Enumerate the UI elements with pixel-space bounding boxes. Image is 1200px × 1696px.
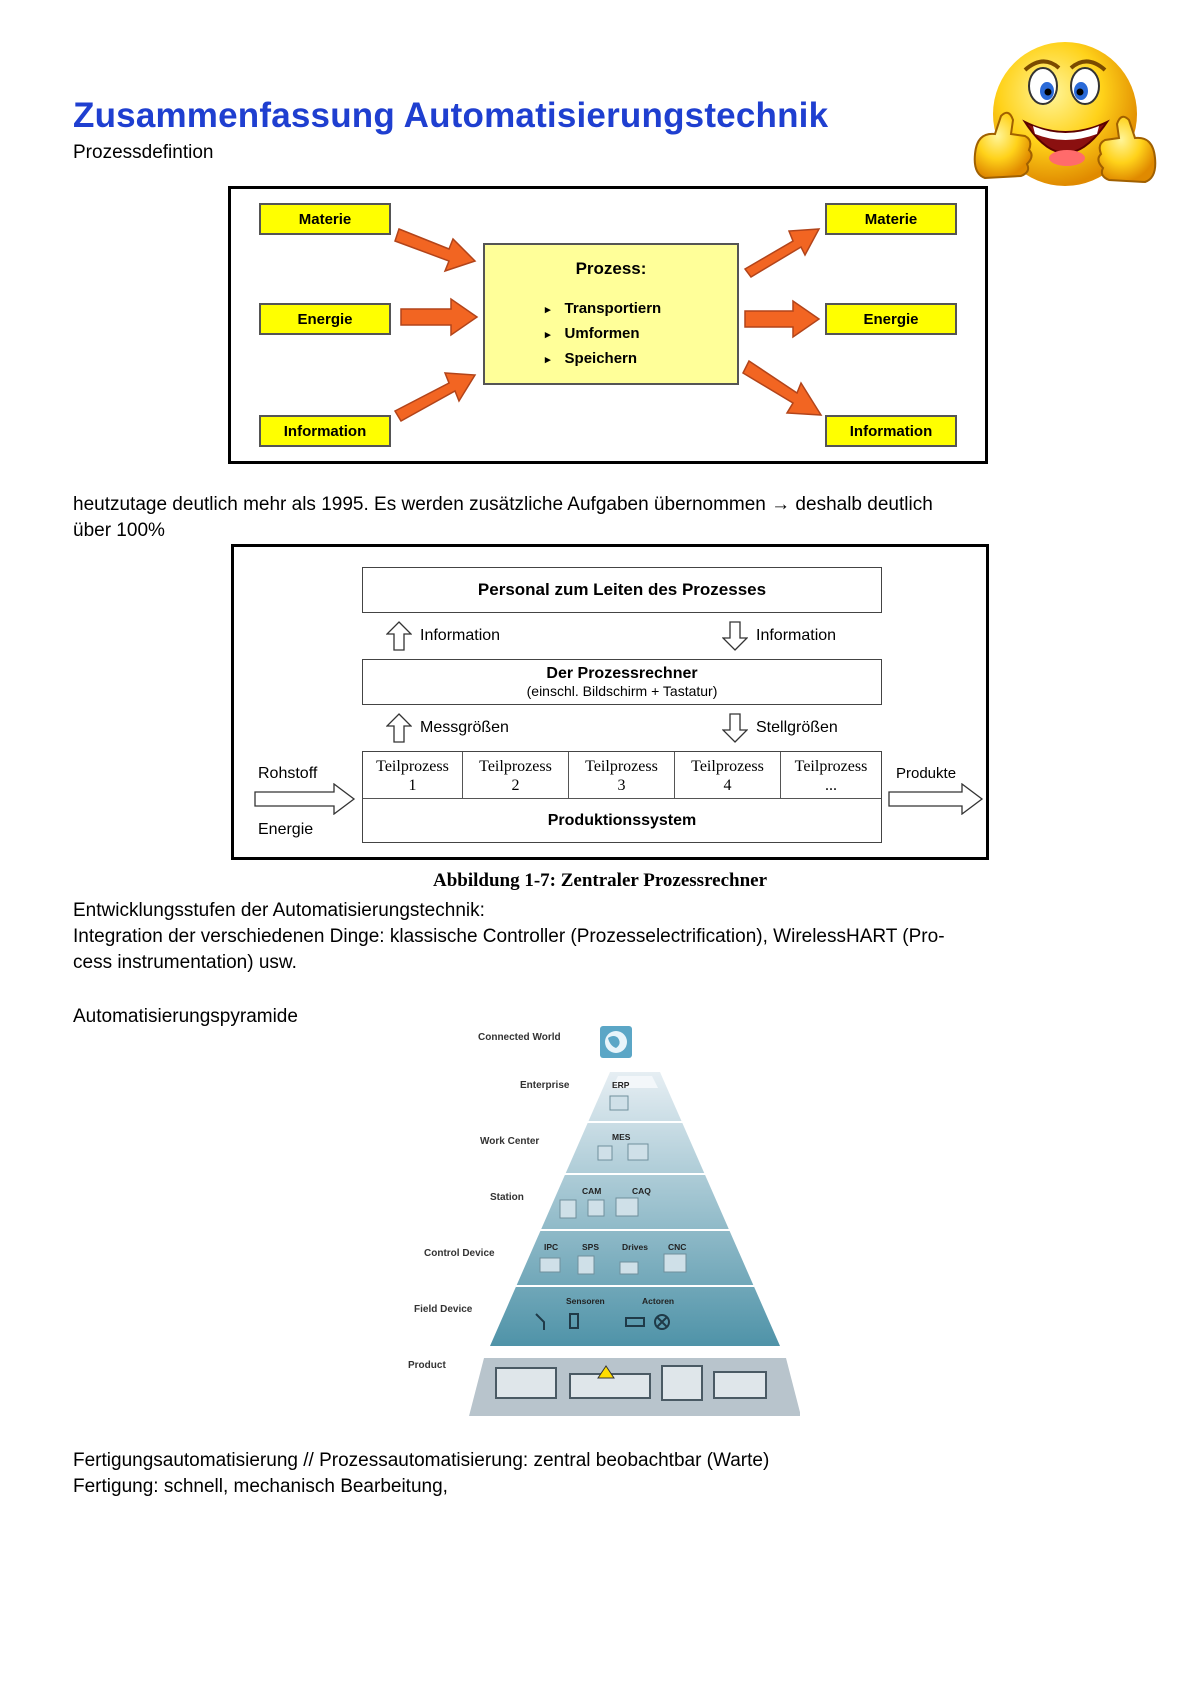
text-line: Entwicklungsstufen der Automatisierungst… — [73, 900, 485, 921]
process-list: Transportiern Umformen Speichern — [545, 297, 662, 372]
subprocess-number: 4 — [723, 777, 732, 794]
text-line: Fertigungsautomatisierung // Prozessauto… — [73, 1450, 770, 1471]
level-product: Product — [408, 1360, 446, 1371]
output-products-label: Produkte — [896, 765, 957, 782]
input-energy-label: Energie — [258, 821, 314, 838]
level-work-center: Work Center — [480, 1136, 540, 1147]
item-drives: Drives — [622, 1242, 648, 1252]
arrow-icon — [742, 359, 823, 416]
level-station: Station — [490, 1192, 524, 1203]
subprocess-number: 3 — [617, 777, 626, 794]
process-computer-subtitle: (einschl. Bildschirm + Tastatur) — [526, 683, 718, 699]
subprocess-number: 1 — [408, 777, 417, 794]
item-sensors: Sensoren — [566, 1296, 605, 1306]
item-mes: MES — [612, 1132, 631, 1142]
section-subtitle: Prozessdefintion — [73, 142, 214, 163]
level-connected-world: Connected World — [478, 1032, 561, 1043]
arrow-icon — [744, 299, 821, 339]
level-field-device: Field Device — [414, 1304, 473, 1315]
arrow-up-icon — [386, 713, 412, 743]
process-item: Transportiern — [545, 297, 662, 322]
subprocess-name: Teilprozess — [585, 758, 658, 775]
subprocess-cell: Teilprozess 1 — [363, 752, 463, 798]
pyramid-heading: Automatisierungspyramide — [73, 1006, 298, 1027]
process-definition-diagram: Materie Energie Information Materie Ener… — [228, 186, 988, 464]
process-box: Prozess: Transportiern Umformen Speicher… — [483, 243, 739, 385]
item-caq: CAQ — [632, 1186, 651, 1196]
process-item: Umformen — [545, 322, 661, 347]
text-line: Fertigung: schnell, mechanisch Bearbeitu… — [73, 1476, 448, 1497]
process-computer-title: Der Prozessrechner — [546, 665, 698, 682]
arrow-down-icon — [722, 713, 748, 743]
text-line: cess instrumentation) usw. — [73, 952, 297, 973]
item-actuators: Actoren — [642, 1296, 675, 1306]
subprocess-number: ... — [825, 777, 837, 794]
subprocess-name: Teilprozess — [479, 758, 552, 775]
arrow-up-icon — [386, 621, 412, 651]
automation-pyramid: Connected World Enterprise Work Center S… — [400, 1024, 800, 1416]
document-title: Zusammenfassung Automatisierungstechnik — [73, 96, 829, 135]
process-item: Speichern — [545, 347, 661, 372]
item-cam: CAM — [582, 1186, 602, 1196]
item-erp: ERP — [612, 1080, 630, 1090]
subprocess-name: Teilprozess — [376, 758, 449, 775]
info-down-label: Information — [756, 627, 837, 644]
output-information-box: Information — [825, 415, 957, 447]
figure-caption: Abbildung 1-7: Zentraler Prozessrechner — [432, 870, 768, 891]
input-energie-box: Energie — [259, 303, 391, 335]
input-arrow-icon — [254, 783, 356, 815]
level-enterprise: Enterprise — [520, 1080, 570, 1091]
info-up-label: Information — [420, 627, 501, 644]
input-materie-box: Materie — [259, 203, 391, 235]
process-title: Prozess: — [575, 259, 647, 278]
subprocess-name: Teilprozess — [794, 758, 868, 775]
text-line: Integration der verschiedenen Dinge: kla… — [73, 926, 945, 947]
input-information-box: Information — [259, 415, 391, 447]
output-energie-box: Energie — [825, 303, 957, 335]
item-sps: SPS — [582, 1242, 600, 1252]
subprocess-name: Teilprozess — [691, 758, 764, 775]
central-process-computer-diagram: Personal zum Leiten des Prozesses Inform… — [231, 544, 989, 860]
item-ipc: IPC — [544, 1242, 559, 1252]
input-raw-material-label: Rohstoff — [258, 765, 318, 782]
item-cnc: CNC — [668, 1242, 687, 1252]
measure-label: Messgrößen — [420, 719, 509, 736]
subprocess-cell: Teilprozess 2 — [463, 752, 569, 798]
flow-arrows — [393, 228, 823, 423]
arrow-icon — [400, 297, 479, 337]
output-arrow-icon — [888, 783, 984, 815]
output-materie-box: Materie — [825, 203, 957, 235]
level-control-device: Control Device — [424, 1248, 495, 1259]
subprocess-number: 2 — [511, 777, 520, 794]
arrow-icon — [394, 228, 477, 273]
personnel-box: Personal zum Leiten des Prozesses — [362, 567, 882, 613]
process-computer-box: Der Prozessrechner (einschl. Bildschirm … — [362, 659, 882, 705]
arrow-icon — [393, 372, 477, 423]
arrow-down-icon — [722, 621, 748, 651]
control-label: Stellgrößen — [756, 719, 838, 736]
text-line: über 100% — [73, 520, 165, 541]
subprocess-cell: Teilprozess ... — [781, 752, 881, 798]
production-system-box: Teilprozess 1 Teilprozess 2 Teilprozess … — [362, 751, 882, 843]
arrow-icon — [743, 228, 821, 278]
smiley-thumbs-up-icon — [973, 42, 1157, 186]
subprocess-cell: Teilprozess 4 — [675, 752, 781, 798]
subprocess-cell: Teilprozess 3 — [569, 752, 675, 798]
production-system-label: Produktionssystem — [363, 798, 881, 843]
pyramid-graphic — [469, 1026, 800, 1416]
text-line: heutzutage deutlich mehr als 1995. Es we… — [73, 494, 933, 515]
